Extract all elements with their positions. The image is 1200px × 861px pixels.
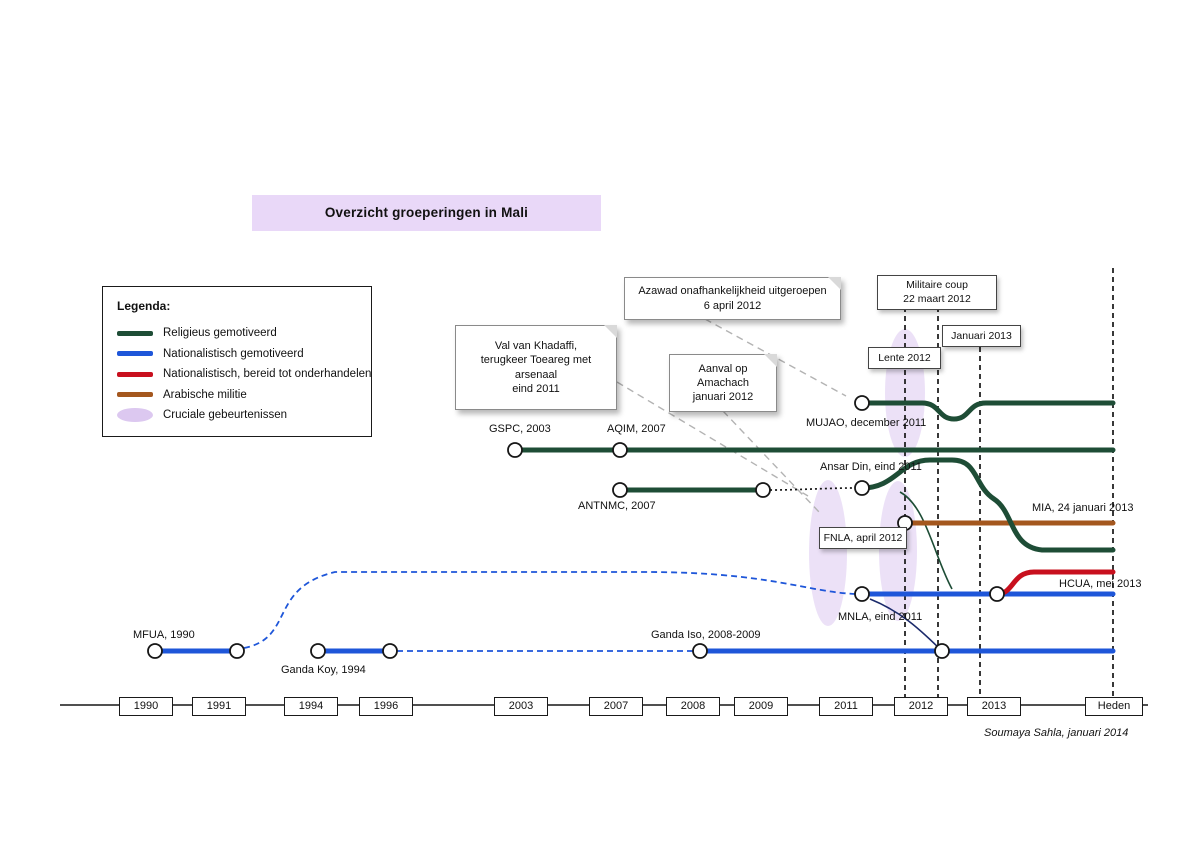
gandakoy-start-node <box>310 643 326 659</box>
negotiate-line-swatch <box>117 371 153 377</box>
legend: Legenda: Religieus gemotiveerd Nationali… <box>102 286 372 437</box>
gandakoy-label: Ganda Koy, 1994 <box>281 664 366 676</box>
gspc-label: GSPC, 2003 <box>489 423 551 435</box>
group-box-fnla: FNLA, april 2012 <box>819 527 907 549</box>
note-line: januari 2012 <box>692 391 754 404</box>
hcua-label: HCUA, mei 2013 <box>1059 578 1142 590</box>
ansardin-mia-line <box>859 457 1116 553</box>
aqim-start-node <box>612 442 628 458</box>
legend-item-nationalist: Nationalistisch gemotiveerd <box>117 344 357 365</box>
year-box-2007: 2007 <box>589 697 643 716</box>
note-fold-icon <box>604 325 617 338</box>
mnla-to-gandaiso-thin-line <box>869 598 940 649</box>
year-box-heden: Heden <box>1085 697 1143 716</box>
note-amachach: Aanval op Amachach januari 2012 <box>669 354 777 412</box>
ansardin-start-node <box>854 480 870 496</box>
gandakoy-end-node <box>382 643 398 659</box>
note-line: Azawad onafhankelijkheid uitgeroepen <box>638 285 827 298</box>
mfua-label: MFUA, 1990 <box>133 629 195 641</box>
ansardin-to-mnla-thin-line <box>899 491 953 590</box>
mujao-line <box>859 400 1116 422</box>
event-line: 22 maart 2012 <box>903 293 971 306</box>
year-box-2011: 2011 <box>819 697 873 716</box>
note-line: terugkeer Toeareg met <box>480 354 592 367</box>
note-line: Amachach <box>697 376 749 389</box>
event-box-januari-2013: Januari 2013 <box>942 325 1021 347</box>
hcua-branch-node <box>989 586 1005 602</box>
mfua-start-node <box>147 643 163 659</box>
legend-item-crucial-events: Cruciale gebeurtenissen <box>117 405 357 426</box>
note-fold-icon <box>828 277 841 290</box>
legend-item-label: Nationalistisch gemotiveerd <box>163 347 304 360</box>
mia-label: MIA, 24 januari 2013 <box>1032 502 1134 514</box>
year-box-2013: 2013 <box>967 697 1021 716</box>
nationalist-line-swatch <box>117 351 153 357</box>
gandaiso-label: Ganda Iso, 2008-2009 <box>651 629 761 641</box>
legend-item-label: Cruciale gebeurtenissen <box>163 409 288 422</box>
ansardin-label: Ansar Din, eind 2011 <box>820 461 922 473</box>
credit-text: Soumaya Sahla, januari 2014 <box>984 727 1129 739</box>
note-khadaffi: Val van Khadaffi, terugkeer Toeareg met … <box>455 325 617 410</box>
note-line: Val van Khadaffi, <box>494 339 578 352</box>
note-azawad: Azawad onafhankelijkheid uitgeroepen 6 a… <box>624 277 841 320</box>
legend-item-arab-militia: Arabische militie <box>117 385 357 406</box>
legend-item-negotiate: Nationalistisch, bereid tot onderhandele… <box>117 364 371 385</box>
note-fold-icon <box>764 354 777 367</box>
connector-khadaffi-note <box>616 381 809 497</box>
legend-item-label: Religieus gemotiveerd <box>163 327 277 340</box>
mnla-label: MNLA, eind 2011 <box>838 611 923 623</box>
year-box-1996: 1996 <box>359 697 413 716</box>
mnla-start-node <box>854 586 870 602</box>
year-box-2009: 2009 <box>734 697 788 716</box>
mujao-label: MUJAO, december 2011 <box>806 417 927 429</box>
page-title: Overzicht groeperingen in Mali <box>252 195 601 231</box>
legend-heading: Legenda: <box>117 299 171 313</box>
connector-azawad-note <box>704 318 847 397</box>
religious-line-swatch <box>117 330 153 336</box>
antnmc-to-ansardin-dotted-line <box>769 487 857 491</box>
gandaiso-start-node <box>692 643 708 659</box>
mfua-to-mnla-dashed-line <box>243 571 857 649</box>
note-line: 6 april 2012 <box>703 299 762 312</box>
year-box-2003: 2003 <box>494 697 548 716</box>
year-box-2008: 2008 <box>666 697 720 716</box>
mfua-end-node <box>229 643 245 659</box>
year-box-1990: 1990 <box>119 697 173 716</box>
mujao-start-node <box>854 395 870 411</box>
note-line: eind 2011 <box>512 382 560 395</box>
year-box-2012: 2012 <box>894 697 948 716</box>
event-box-lente-2012: Lente 2012 <box>868 347 941 369</box>
antnmc-end-node <box>755 482 771 498</box>
note-line: arsenaal <box>514 368 558 381</box>
year-box-1994: 1994 <box>284 697 338 716</box>
event-box-coup: Militaire coup 22 maart 2012 <box>877 275 997 310</box>
arab-militia-line-swatch <box>117 392 153 398</box>
note-line: Aanval op <box>698 362 748 375</box>
event-ellipse-left <box>809 480 847 626</box>
gandaiso-junction-node <box>934 643 950 659</box>
antnmc-start-node <box>612 482 628 498</box>
year-box-1991: 1991 <box>192 697 246 716</box>
crucial-event-ellipse-swatch <box>117 408 153 423</box>
event-line: Militaire coup <box>906 279 968 291</box>
legend-item-label: Nationalistisch, bereid tot onderhandele… <box>163 368 372 381</box>
antnmc-label: ANTNMC, 2007 <box>578 500 656 512</box>
aqim-label: AQIM, 2007 <box>607 423 666 435</box>
legend-item-religious: Religieus gemotiveerd <box>117 323 357 344</box>
legend-item-label: Arabische militie <box>163 388 247 401</box>
gspc-start-node <box>507 442 523 458</box>
